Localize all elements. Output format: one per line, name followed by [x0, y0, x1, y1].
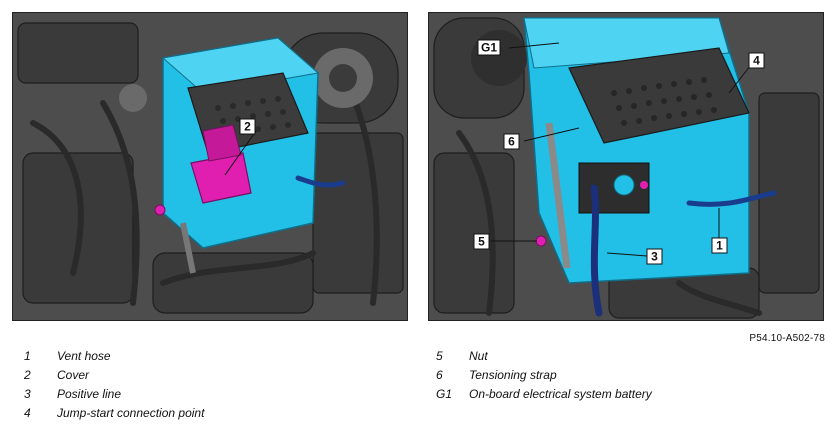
callout-2: 2 — [244, 120, 251, 134]
figure-reference-code: P54.10-A502-78 — [749, 333, 825, 344]
callout-g1: G1 — [481, 41, 497, 55]
legend-item: G1 On-board electrical system battery — [436, 385, 816, 404]
legend-label: Nut — [469, 349, 488, 363]
legend-key: 3 — [24, 387, 31, 401]
legend-item: 2 Cover — [24, 366, 384, 385]
legend-left: 1 Vent hose 2 Cover 3 Positive line 4 Ju… — [24, 347, 384, 423]
legend-label: Positive line — [57, 387, 122, 401]
callout-6: 6 — [508, 135, 515, 149]
legend-item: 1 Vent hose — [24, 347, 384, 366]
battery-overview-drawing: 2 — [13, 13, 407, 320]
callout-3: 3 — [651, 250, 658, 264]
legend-key: 1 — [24, 349, 31, 363]
right-illustration-panel: G1 4 6 5 3 1 — [428, 12, 824, 321]
battery-detail-drawing: G1 4 6 5 3 1 — [429, 13, 823, 320]
legend-label: Jump-start connection point — [57, 406, 205, 420]
legend-label: On-board electrical system battery — [469, 387, 652, 401]
legend-key: 6 — [436, 368, 443, 382]
callout-1: 1 — [716, 239, 723, 253]
legend-label: Cover — [57, 368, 90, 382]
legend-item: 5 Nut — [436, 347, 816, 366]
legend-item: 6 Tensioning strap — [436, 366, 816, 385]
legend-right: 5 Nut 6 Tensioning strap G1 On-board ele… — [436, 347, 816, 404]
callout-5: 5 — [478, 235, 485, 249]
legend-key: G1 — [436, 387, 453, 401]
legend-label: Tensioning strap — [469, 368, 557, 382]
legend-key: 5 — [436, 349, 443, 363]
legend-label: Vent hose — [57, 349, 111, 363]
left-illustration-panel: 2 — [12, 12, 408, 321]
legend-key: 2 — [24, 368, 31, 382]
callout-4: 4 — [753, 54, 760, 68]
legend-item: 4 Jump-start connection point — [24, 404, 384, 423]
legend-key: 4 — [24, 406, 31, 420]
legend-item: 3 Positive line — [24, 385, 384, 404]
